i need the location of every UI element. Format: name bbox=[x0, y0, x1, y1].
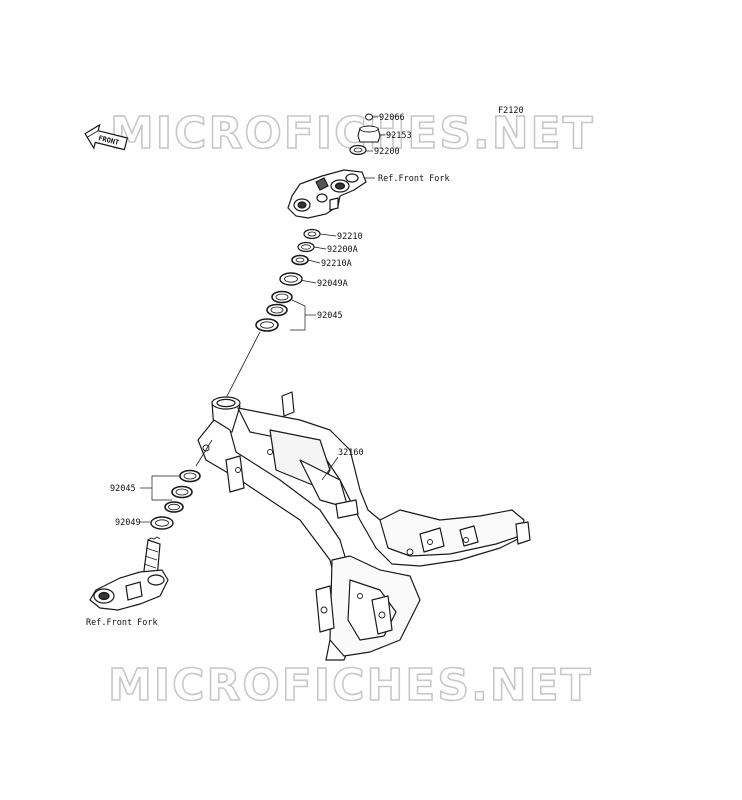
part-92210A bbox=[291, 254, 309, 266]
label-92045-upper: 92045 bbox=[317, 311, 343, 321]
watermark-top: MICROFICHES.NET bbox=[110, 108, 595, 159]
label-92200: 92200 bbox=[374, 147, 400, 157]
label-92200A: 92200A bbox=[327, 245, 358, 255]
part-92049A bbox=[279, 272, 303, 286]
part-92066 bbox=[365, 113, 373, 121]
part-92210 bbox=[303, 228, 321, 240]
assembly-leader-upper bbox=[225, 331, 261, 399]
label-92049: 92049 bbox=[115, 518, 141, 528]
label-92066: 92066 bbox=[379, 113, 405, 123]
frame-32160 bbox=[197, 391, 531, 661]
diagram-code: F2120 bbox=[498, 106, 524, 116]
label-92210: 92210 bbox=[337, 232, 363, 242]
watermark-bottom: MICROFICHES.NET bbox=[108, 660, 593, 711]
label-92049A: 92049A bbox=[317, 279, 348, 289]
label-92153: 92153 bbox=[386, 131, 412, 141]
assembly-leader-lower bbox=[195, 439, 213, 467]
part-92045-upper bbox=[255, 290, 293, 332]
label-92045-lower: 92045 bbox=[110, 484, 136, 494]
frame-details bbox=[202, 444, 469, 619]
part-92153 bbox=[357, 125, 381, 143]
front-arrow-icon: FRONT bbox=[84, 123, 129, 151]
part-92049 bbox=[150, 516, 174, 530]
ref-front-fork-upper: Ref.Front Fork bbox=[378, 174, 450, 184]
lower-triple-clamp bbox=[89, 536, 169, 611]
label-32160: 32160 bbox=[338, 448, 364, 458]
leader-32160 bbox=[321, 456, 339, 481]
leader-lines-lower bbox=[140, 475, 180, 523]
part-92200A bbox=[297, 241, 315, 253]
part-92200 bbox=[349, 144, 367, 156]
ref-front-fork-lower: Ref.Front Fork bbox=[86, 618, 158, 628]
label-92210A: 92210A bbox=[321, 259, 352, 269]
part-92045-lower bbox=[164, 469, 201, 513]
upper-triple-clamp bbox=[287, 169, 367, 219]
